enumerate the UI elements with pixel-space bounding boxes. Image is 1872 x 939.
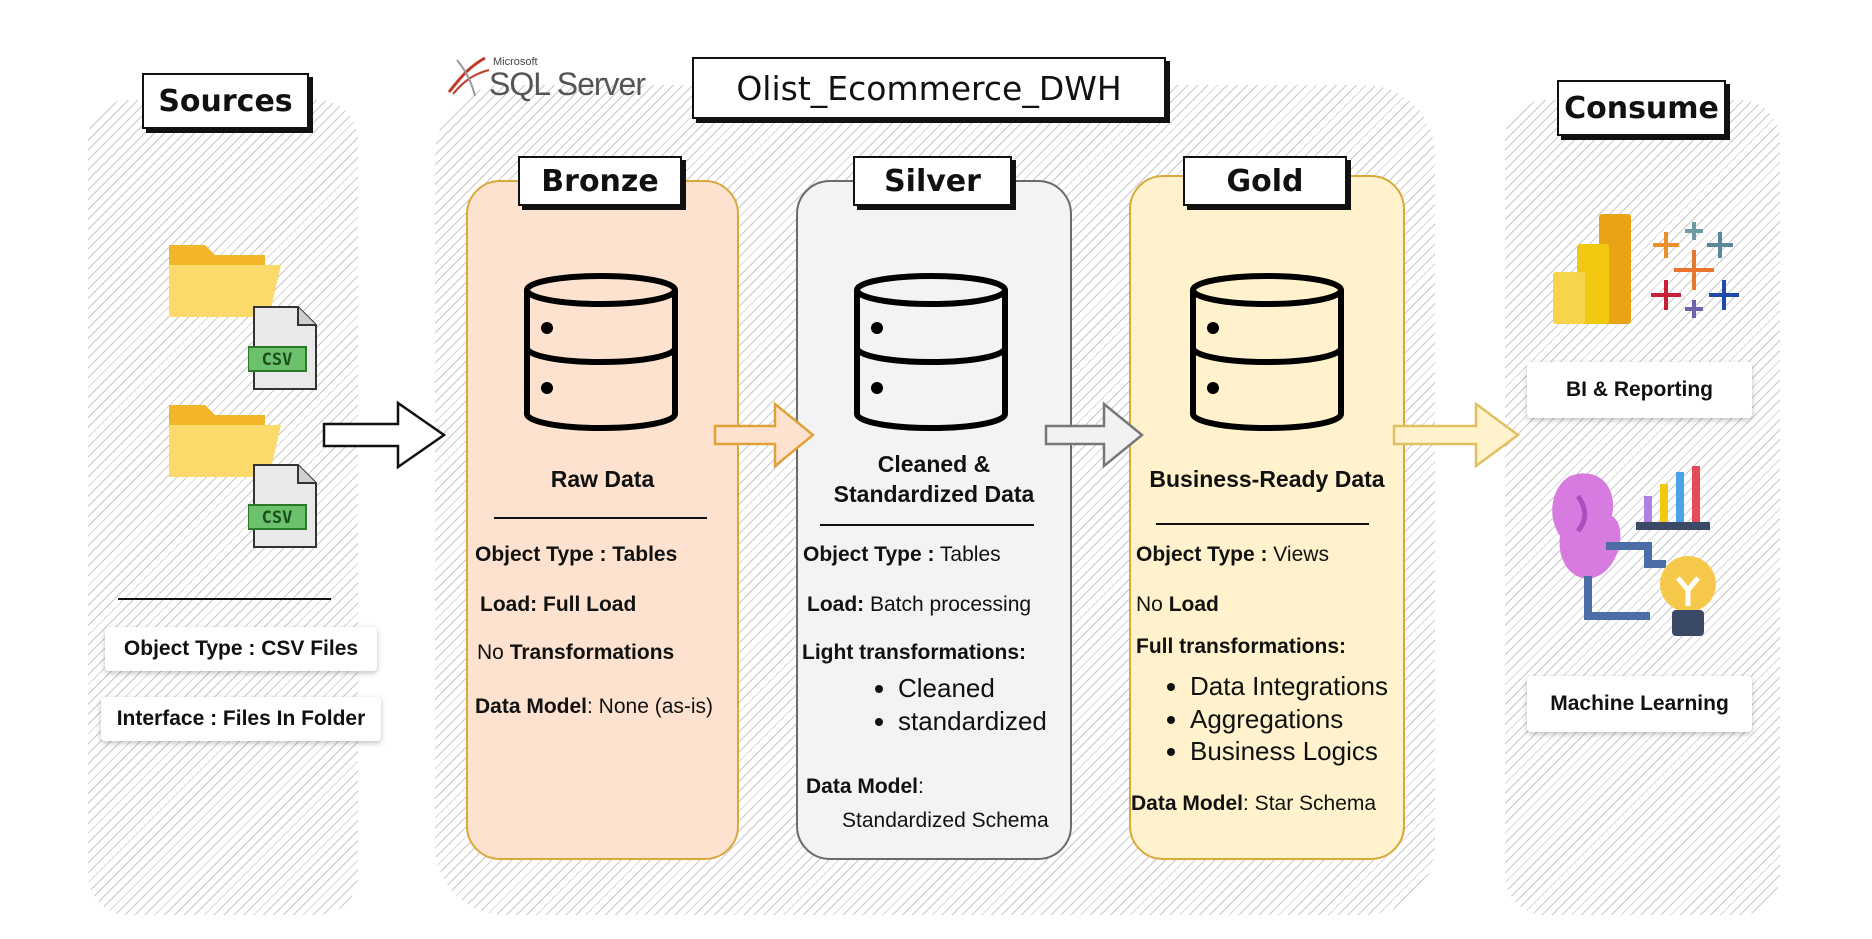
- bronze-transform-word: Transformations: [509, 641, 675, 664]
- machine-learning-label: Machine Learning: [1527, 676, 1752, 732]
- csv-badge-text: CSV: [262, 508, 293, 528]
- bronze-load: Load: Full Load: [480, 593, 637, 616]
- bronze-transformations: No Transformations: [477, 640, 674, 665]
- csv-file-icon: CSV: [248, 464, 317, 548]
- machine-learning-icon: [1552, 466, 1716, 636]
- silver-object-type-value: Tables: [934, 543, 1001, 566]
- silver-object-type-label: Object Type :: [803, 543, 935, 566]
- list-item: Business Logics: [1190, 735, 1388, 768]
- gold-load-word: Load: [1168, 593, 1219, 616]
- bronze-data-model: Data Model: None (as-is): [475, 694, 713, 719]
- brand-small-text: Microsoft: [493, 56, 538, 68]
- power-bi-icon: [1553, 214, 1631, 324]
- silver-transform-list: Cleaned standardized: [864, 672, 1047, 737]
- gold-object-type-value: Views: [1267, 543, 1329, 566]
- bronze-no-word: No: [477, 641, 510, 664]
- silver-subtitle-line1: Cleaned &: [877, 451, 991, 477]
- arrow-gold-to-consume-icon: [1392, 401, 1521, 469]
- bronze-object-type: Object Type : Tables: [475, 543, 678, 566]
- list-item: Cleaned: [898, 672, 1047, 705]
- silver-divider: [820, 524, 1034, 526]
- gold-no-word: No: [1136, 593, 1169, 616]
- silver-load: Load: Batch processing: [807, 592, 1031, 617]
- bronze-database-icon: [524, 273, 678, 431]
- silver-model-colon: :: [918, 775, 924, 798]
- bronze-model-value: : None (as-is): [587, 695, 714, 718]
- arrow-sources-to-bronze-icon: [322, 400, 447, 470]
- gold-heading: Gold: [1183, 156, 1347, 206]
- bronze-model-label: Data Model: [475, 695, 588, 718]
- sources-divider: [118, 598, 331, 600]
- list-item: Aggregations: [1190, 703, 1388, 736]
- gold-model-value: : Star Schema: [1243, 792, 1377, 815]
- silver-layer: [796, 180, 1072, 860]
- csv-badge-text: CSV: [262, 350, 293, 370]
- silver-heading: Silver: [853, 156, 1012, 206]
- brand-product-text: SQL Server: [489, 66, 646, 102]
- silver-model-value: Standardized Schema: [842, 809, 1049, 832]
- consume-panel: [1505, 100, 1780, 915]
- silver-database-icon: [854, 273, 1008, 431]
- silver-load-label: Load:: [807, 593, 865, 616]
- consume-heading: Consume: [1557, 80, 1726, 136]
- bi-reporting-label: BI & Reporting: [1527, 362, 1752, 418]
- page-title: Olist_Ecommerce_DWH: [692, 57, 1166, 119]
- list-item: Data Integrations: [1190, 670, 1388, 703]
- arrow-bronze-to-silver-icon: [713, 401, 815, 469]
- silver-data-model: Data Model:: [806, 774, 924, 799]
- bronze-divider: [494, 517, 707, 519]
- list-item: standardized: [898, 705, 1047, 738]
- silver-subtitle: Cleaned & Standardized Data: [796, 450, 1072, 510]
- folder-icon: [169, 245, 281, 317]
- gold-model-label: Data Model: [1131, 792, 1244, 815]
- silver-object-type: Object Type : Tables: [803, 542, 1001, 567]
- silver-load-value: Batch processing: [864, 593, 1032, 616]
- gold-load: No Load: [1136, 592, 1219, 617]
- bronze-subtitle: Raw Data: [550, 466, 655, 492]
- silver-model-label: Data Model: [806, 775, 919, 798]
- gold-object-type: Object Type : Views: [1136, 542, 1329, 567]
- sources-heading: Sources: [142, 73, 309, 129]
- arrow-silver-to-gold-icon: [1044, 401, 1144, 469]
- gold-database-icon: [1190, 273, 1344, 431]
- gold-layer: [1129, 175, 1405, 860]
- bronze-heading: Bronze: [518, 156, 682, 206]
- gold-object-type-label: Object Type :: [1136, 543, 1268, 566]
- csv-file-icon: CSV: [248, 306, 317, 390]
- silver-transform-label: Light transformations:: [802, 641, 1026, 664]
- gold-divider: [1156, 523, 1369, 525]
- sources-object-type: Object Type : CSV Files: [105, 627, 377, 671]
- sources-interface: Interface : Files In Folder: [101, 697, 381, 741]
- silver-subtitle-line2: Standardized Data: [833, 480, 1035, 507]
- tableau-icon: [1651, 222, 1739, 318]
- sql-server-icon: [447, 56, 490, 97]
- gold-subtitle: Business-Ready Data: [1149, 466, 1385, 492]
- gold-transform-list: Data Integrations Aggregations Business …: [1156, 670, 1388, 768]
- gold-data-model: Data Model: Star Schema: [1131, 791, 1376, 816]
- sql-server-logo: Microsoft SQL Server: [445, 52, 646, 102]
- gold-transform-label: Full transformations:: [1136, 635, 1347, 658]
